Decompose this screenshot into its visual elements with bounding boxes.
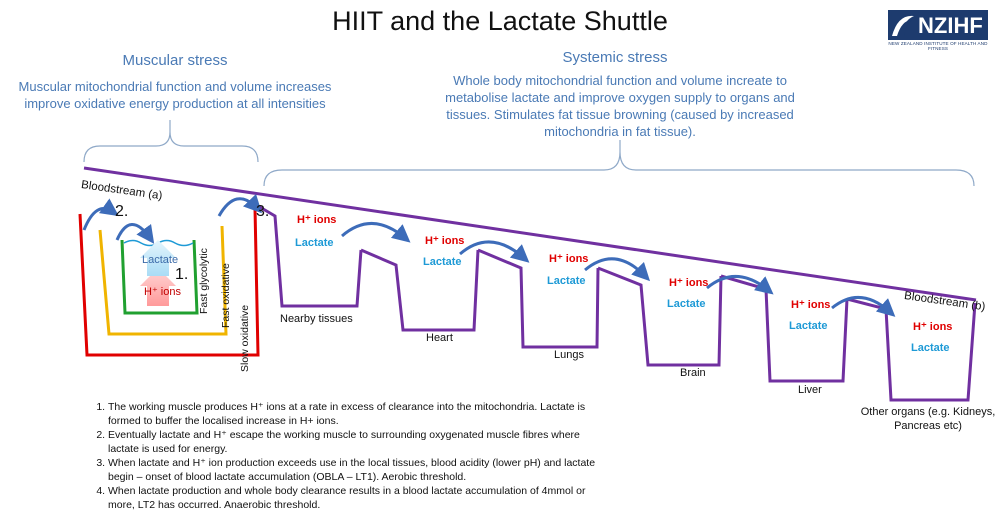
- h-ions-up-arrow: [140, 268, 176, 306]
- other-organs-chamber: [846, 297, 977, 402]
- logo-text: NZIHF: [918, 13, 983, 38]
- page-title: HIIT and the Lactate Shuttle: [332, 6, 668, 36]
- step2-label: 2.: [115, 203, 129, 220]
- fast-oxidative-fiber: [98, 225, 228, 336]
- lactate-label: Lactate: [911, 342, 950, 354]
- h-ions-label: H⁺ ions: [791, 299, 831, 311]
- muscle-lactate-label: Lactate: [142, 254, 179, 266]
- note-item: The working muscle produces H⁺ ions at a…: [108, 400, 608, 428]
- logo-badge-icon: [888, 10, 988, 40]
- slow-oxidative-label: Slow oxidative: [239, 304, 251, 372]
- step2-arrow-right: [115, 223, 155, 244]
- step3-label: 3.: [256, 203, 270, 220]
- organ-lungs: Lungs: [554, 349, 584, 361]
- lactate-label: Lactate: [295, 237, 334, 249]
- slow-oxidative-fiber: [78, 207, 260, 357]
- step1-label: 1.: [175, 266, 189, 283]
- note-item: When lactate and H⁺ ion production excee…: [108, 456, 608, 484]
- logo-subtitle: NEW ZEALAND INSTITUTE OF HEALTH AND FITN…: [888, 41, 988, 51]
- muscular-stress-text: Muscular mitochondrial function and volu…: [18, 79, 332, 111]
- lactate-label: Lactate: [547, 275, 586, 287]
- lactate-label: Lactate: [789, 320, 828, 332]
- nzihf-logo: NZIHF NEW ZEALAND INSTITUTE OF HEALTH AN…: [888, 10, 988, 51]
- systemic-brace: [263, 140, 975, 187]
- nearby-tissues-chamber: [257, 204, 363, 308]
- step3-arrow: [217, 193, 262, 217]
- arrow-to-lungs: [459, 240, 530, 263]
- organ-heart: Heart: [426, 332, 453, 344]
- muscle-h-ions-label: H⁺ ions: [144, 286, 181, 298]
- systemic-stress-text: Whole body mitochondrial function and vo…: [445, 73, 795, 139]
- heart-chamber: [360, 248, 480, 332]
- h-ions-label: H⁺ ions: [669, 277, 709, 289]
- arrow-to-liver: [706, 275, 774, 295]
- notes-list: The working muscle produces H⁺ ions at a…: [88, 400, 608, 512]
- muscular-stress-heading: Muscular stress: [122, 52, 228, 69]
- step2-arrow-left: [82, 198, 119, 231]
- fast-glycolytic-fiber: [120, 239, 199, 315]
- transfer-arrows: [82, 193, 896, 317]
- h-ions-label: H⁺ ions: [425, 235, 465, 247]
- note-item: When lactate production and whole body c…: [108, 484, 608, 512]
- lactate-label: Lactate: [423, 256, 462, 268]
- organ-brain: Brain: [680, 367, 706, 379]
- h-ions-label: H⁺ ions: [913, 321, 953, 333]
- muscular-brace: [83, 120, 259, 163]
- arrow-to-brain: [584, 257, 651, 282]
- fast-oxidative-label: Fast oxidative: [220, 263, 232, 328]
- liver-chamber: [720, 274, 849, 383]
- systemic-stress-heading: Systemic stress: [562, 49, 668, 66]
- arrow-to-other-organs: [831, 295, 896, 317]
- organ-nearby-tissues: Nearby tissues: [280, 313, 353, 325]
- bloodstream-line: [83, 166, 977, 302]
- organ-other-organs: Other organs (e.g. Kidneys, Pancreas etc…: [860, 406, 996, 432]
- lactate-label: Lactate: [667, 298, 706, 310]
- h-ions-label: H⁺ ions: [297, 214, 337, 226]
- lungs-chamber: [477, 248, 600, 349]
- h-ions-label: H⁺ ions: [549, 253, 589, 265]
- organ-liver: Liver: [798, 384, 822, 396]
- arrow-to-heart: [341, 222, 411, 243]
- brain-chamber: [597, 266, 723, 367]
- note-item: Eventually lactate and H⁺ escape the wor…: [108, 428, 608, 456]
- lactate-up-arrow: [140, 240, 176, 276]
- fast-glycolytic-label: Fast glycolytic: [198, 248, 210, 314]
